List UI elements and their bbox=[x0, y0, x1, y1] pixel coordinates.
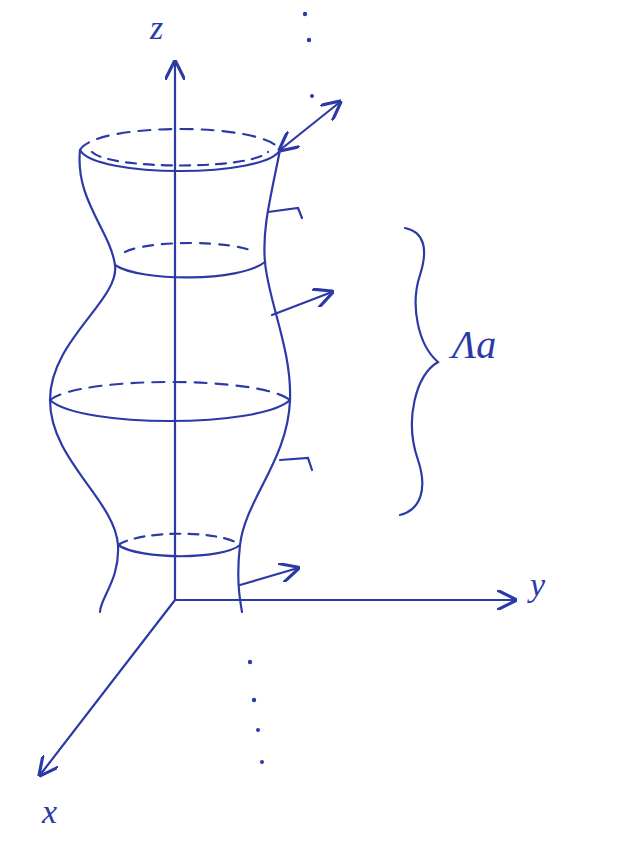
normal-vector bbox=[280, 102, 340, 150]
z-axis bbox=[174, 62, 176, 600]
section-ellipse bbox=[50, 400, 290, 421]
section-ellipse bbox=[118, 534, 240, 545]
rim-ellipse bbox=[80, 129, 280, 150]
bracket-label: Λa bbox=[452, 325, 496, 365]
section-ellipse bbox=[118, 545, 240, 556]
section-ellipse bbox=[115, 262, 265, 277]
axis-label: y bbox=[530, 568, 545, 602]
surface-profile bbox=[238, 150, 290, 612]
rim-ellipse bbox=[92, 152, 268, 166]
y-axis bbox=[175, 599, 515, 601]
normal-vector bbox=[268, 208, 302, 218]
axis-label: z bbox=[150, 11, 163, 45]
normal-vector bbox=[280, 458, 312, 470]
x-axis bbox=[40, 600, 175, 775]
normal-vector bbox=[240, 568, 298, 585]
continuation-dots bbox=[248, 12, 314, 764]
normal-vector bbox=[272, 292, 332, 315]
rim-ellipse bbox=[80, 150, 280, 171]
curly-brace bbox=[400, 228, 438, 515]
axis-label: x bbox=[42, 795, 57, 829]
section-ellipse bbox=[50, 382, 290, 400]
section-ellipse bbox=[125, 243, 255, 252]
surface-profile bbox=[50, 150, 118, 612]
